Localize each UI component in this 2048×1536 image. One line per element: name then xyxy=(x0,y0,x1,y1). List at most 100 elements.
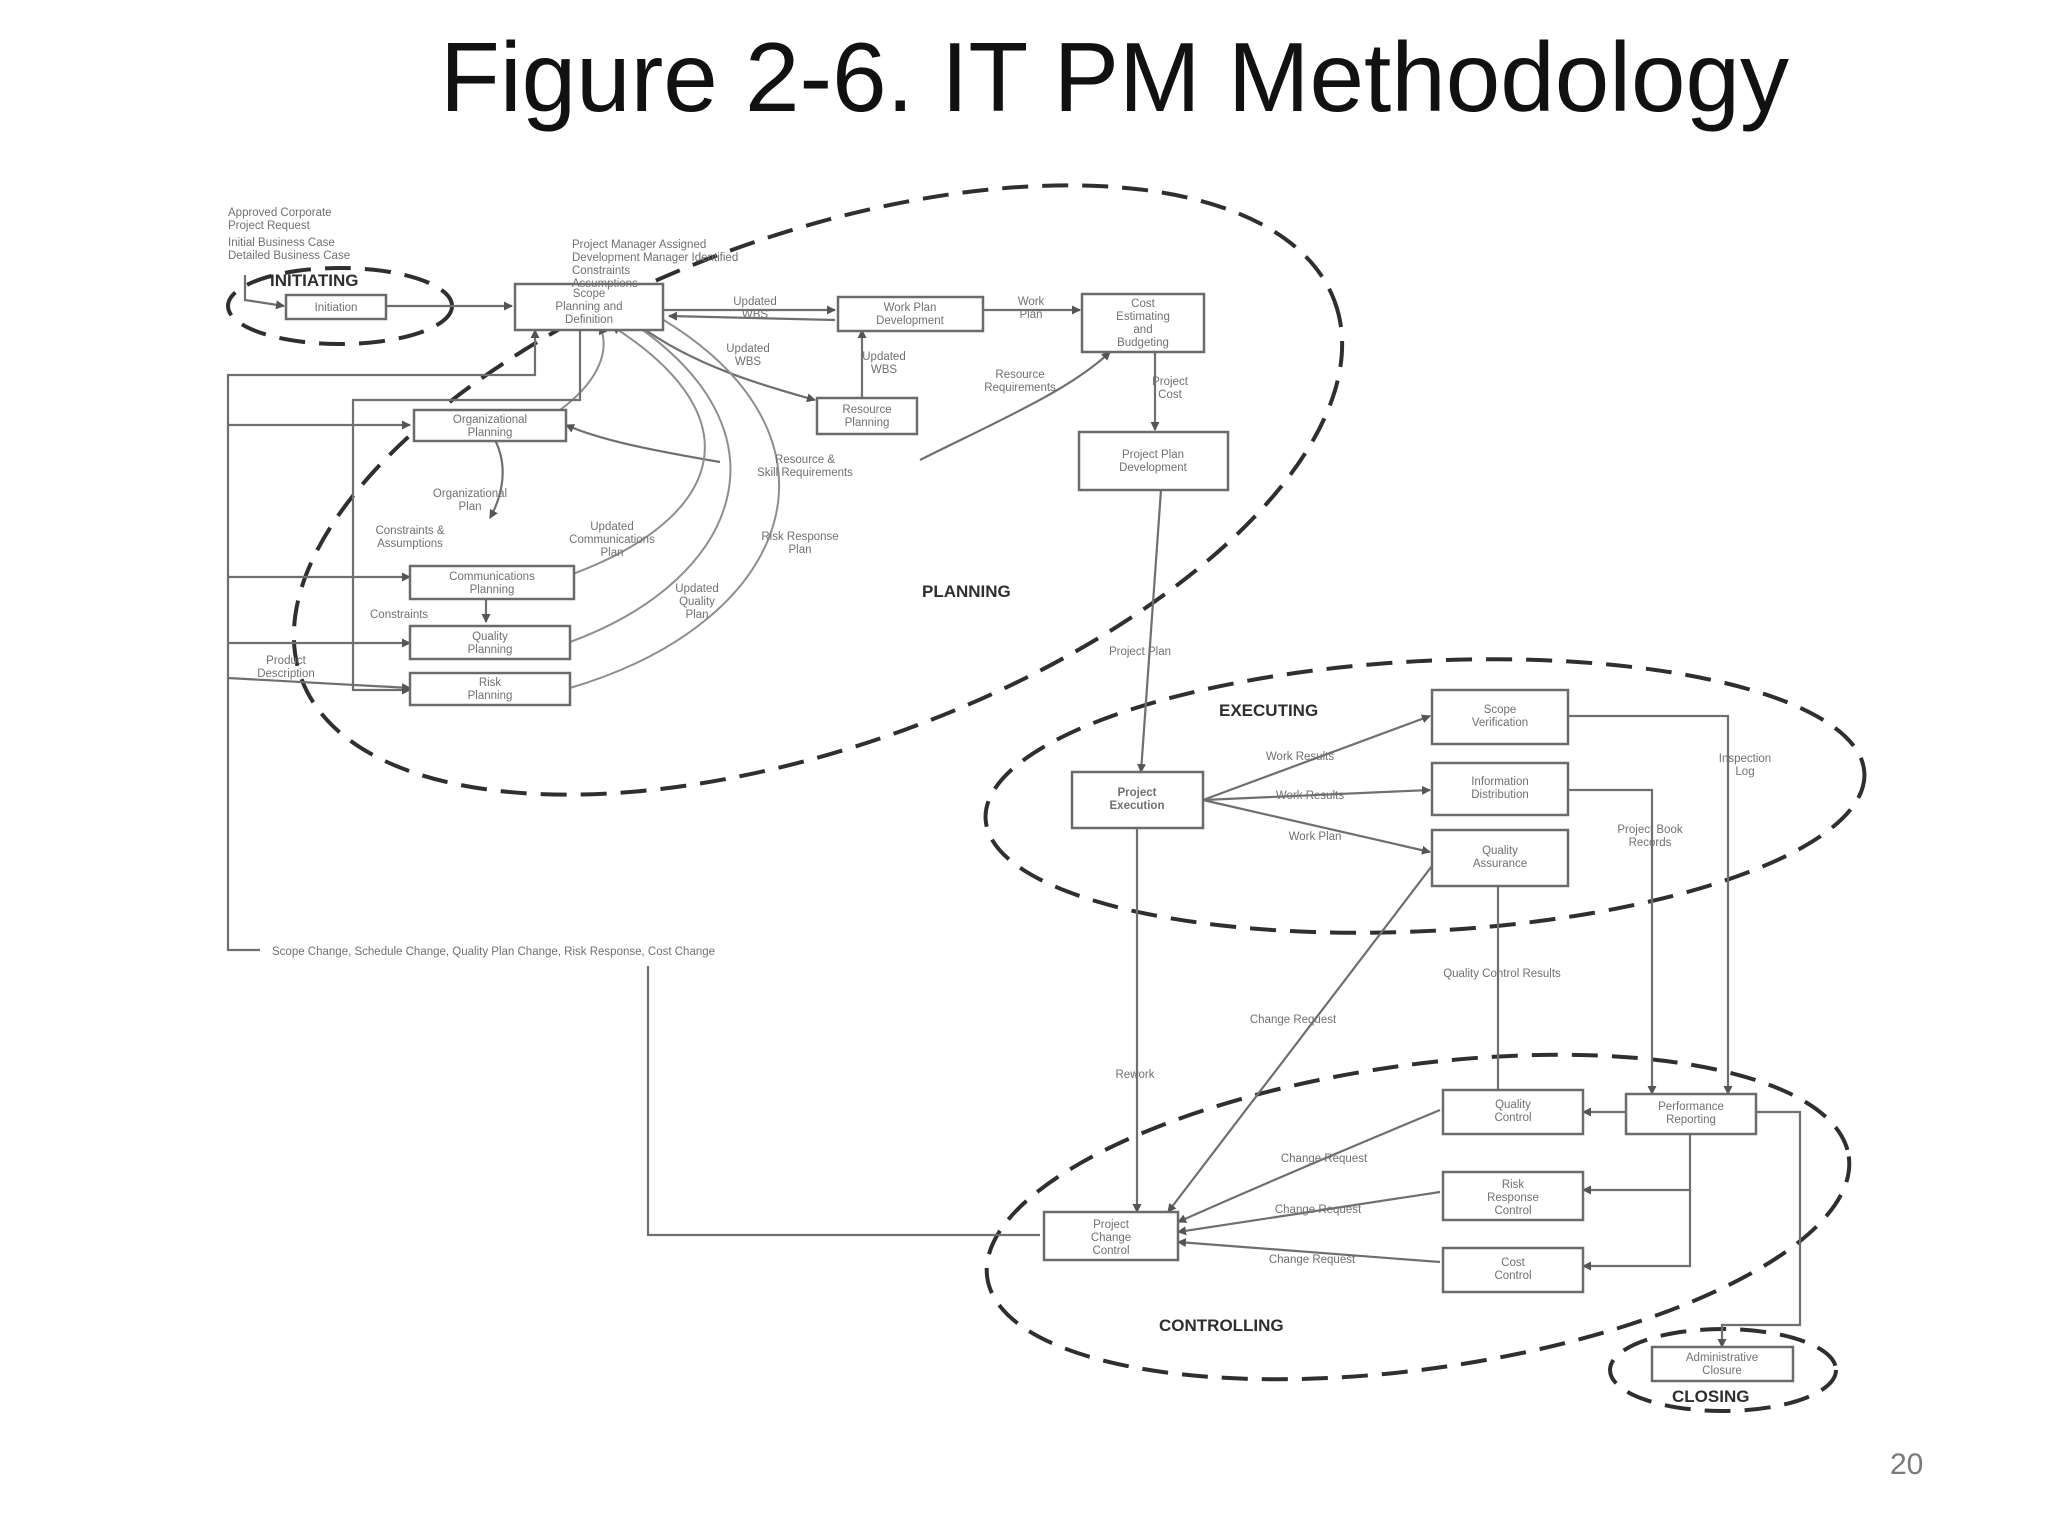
project-plan-development-label-1: Project Plan xyxy=(1122,449,1184,461)
project-change-control-label-3: Control xyxy=(1092,1245,1129,1257)
quality-planning-box: Quality Planning xyxy=(408,624,572,661)
flow-perf-to-risk xyxy=(1582,1130,1692,1195)
project-plan-label: Project Plan xyxy=(1109,646,1171,658)
administrative-closure-label-2: Closure xyxy=(1702,1365,1742,1377)
project-execution-label-2: Execution xyxy=(1110,800,1165,812)
flow-connectors xyxy=(226,275,1802,1348)
pm-assigned-label-1: Project Manager Assigned xyxy=(572,239,706,251)
flow-quality-back-to-scope xyxy=(569,317,732,643)
updated-quality-plan-line-3: Plan xyxy=(685,609,708,621)
updated-quality-plan-line-2: Quality xyxy=(679,596,715,608)
updated-comm-plan-line-1: Updated xyxy=(590,521,633,533)
flow-risk-back-to-scope xyxy=(569,311,780,689)
page-number: 20 xyxy=(1890,1448,1924,1481)
work-results-label-2: Work Results xyxy=(1276,790,1344,802)
controlling-phase-boundary xyxy=(984,1052,1852,1382)
initiation-box: Initiation xyxy=(284,293,388,321)
planning-phase-boundary xyxy=(291,183,1345,797)
quality-control-results-label: Quality Control Results xyxy=(1443,968,1561,980)
inspection-log-line-2: Log xyxy=(1735,766,1754,778)
input-label-4: Detailed Business Case xyxy=(228,250,350,262)
project-plan-development-box: Project Plan Development xyxy=(1077,430,1230,492)
organizational-plan-line-1: Organizational xyxy=(433,488,507,500)
change-request-label-4: Change Request xyxy=(1269,1254,1356,1266)
flow-qa-to-change xyxy=(1167,861,1436,1213)
communications-planning-box: Communications Planning xyxy=(408,564,576,601)
resource-skill-line-2: Skill Requirements xyxy=(757,467,853,479)
performance-reporting-label-2: Reporting xyxy=(1666,1114,1716,1126)
organizational-plan-line-2: Plan xyxy=(458,501,481,513)
work-plan-box: Work Plan Development xyxy=(836,295,985,333)
flow-infodist-to-perf xyxy=(1568,788,1657,1095)
organizational-planning-box: Organizational Planning xyxy=(412,408,568,443)
flow-exec-to-qa xyxy=(1202,798,1431,855)
project-execution-box: Project Execution xyxy=(1070,770,1205,830)
input-label-2: Project Request xyxy=(228,220,311,232)
work-plan-label-2: Development xyxy=(876,315,945,327)
pm-assigned-label-2: Development Manager Identified xyxy=(572,252,738,264)
flow-skill-to-org xyxy=(565,423,721,464)
work-plan-flow-line-2: Plan xyxy=(1019,309,1042,321)
quality-assurance-box: Quality Assurance xyxy=(1430,828,1570,888)
resource-planning-box: Resource Planning xyxy=(815,396,919,436)
information-distribution-label-2: Distribution xyxy=(1471,789,1529,801)
updated-wbs-2-line-2: WBS xyxy=(735,356,762,368)
flow-input-to-initiation xyxy=(243,275,285,310)
project-cost-line-2: Cost xyxy=(1158,389,1182,401)
cost-control-label-1: Cost xyxy=(1501,1257,1525,1269)
quality-control-label-1: Quality xyxy=(1495,1099,1531,1111)
updated-comm-plan-line-2: Communications xyxy=(569,534,655,546)
risk-planning-box: Risk Planning xyxy=(408,671,572,707)
scope-verification-box: Scope Verification xyxy=(1430,688,1570,746)
work-results-label-1: Work Results xyxy=(1266,751,1334,763)
risk-response-control-label-1: Risk xyxy=(1502,1179,1525,1191)
rework-label: Rework xyxy=(1116,1069,1155,1081)
risk-response-plan-line-1: Risk Response xyxy=(761,531,838,543)
flow-perf-to-closure xyxy=(1717,1110,1802,1348)
phase-labels: INITIATING PLANNING EXECUTING CONTROLLIN… xyxy=(270,271,1749,1406)
work-plan-exec-label: Work Plan xyxy=(1289,831,1342,843)
slide-title: Figure 2-6. IT PM Methodology xyxy=(440,22,1790,132)
quality-assurance-label-2: Assurance xyxy=(1473,858,1527,870)
cost-estimating-label-2: Estimating xyxy=(1116,311,1170,323)
project-cost-line-1: Project xyxy=(1152,376,1189,388)
resource-planning-label-1: Resource xyxy=(842,404,891,416)
updated-comm-plan-line-3: Plan xyxy=(600,547,623,559)
flow-scopever-to-perf xyxy=(1568,714,1733,1095)
project-book-records-line-1: Project Book xyxy=(1617,824,1682,836)
risk-planning-label-1: Risk xyxy=(479,677,502,689)
quality-planning-label-2: Planning xyxy=(468,644,513,656)
input-label-1: Approved Corporate xyxy=(228,207,332,219)
performance-reporting-label-1: Performance xyxy=(1658,1101,1724,1113)
resource-requirements-line-1: Resource xyxy=(995,369,1044,381)
change-request-label-2: Change Request xyxy=(1281,1153,1368,1165)
risk-response-plan-line-2: Plan xyxy=(788,544,811,556)
project-change-control-label-2: Change xyxy=(1091,1232,1131,1244)
updated-wbs-3-line-1: Updated xyxy=(862,351,905,363)
quality-control-label-2: Control xyxy=(1494,1112,1531,1124)
flow-comm-back-to-scope xyxy=(569,325,706,576)
product-description-line-2: Description xyxy=(257,668,315,680)
administrative-closure-box: Administrative Closure xyxy=(1650,1345,1795,1383)
cost-estimating-label-4: Budgeting xyxy=(1117,337,1169,349)
executing-phase-boundary xyxy=(983,657,1867,935)
scope-verification-label-1: Scope xyxy=(1484,704,1517,716)
change-request-label-1: Change Request xyxy=(1250,1014,1337,1026)
scope-planning-box: Scope Planning and Definition xyxy=(513,282,665,332)
quality-assurance-label-1: Quality xyxy=(1482,845,1518,857)
constraints-assumptions-line-1: Constraints & xyxy=(375,525,444,537)
flow-projectplan-to-execution xyxy=(1137,489,1163,773)
risk-response-control-box: Risk Response Control xyxy=(1441,1170,1585,1222)
resource-planning-label-2: Planning xyxy=(845,417,890,429)
cost-estimating-label-3: and xyxy=(1133,324,1152,336)
flow-change-feedback-loop xyxy=(226,329,540,952)
communications-planning-label-2: Planning xyxy=(470,584,515,596)
flow-org-to-comm xyxy=(489,439,504,519)
scope-planning-label-2: Planning and xyxy=(555,301,622,313)
organizational-planning-label-2: Planning xyxy=(468,427,513,439)
risk-response-control-label-2: Response xyxy=(1487,1192,1539,1204)
flow-cost-control-to-change xyxy=(1177,1238,1441,1264)
information-distribution-box: Information Distribution xyxy=(1430,761,1570,817)
flow-exec-to-scopever xyxy=(1202,714,1431,802)
